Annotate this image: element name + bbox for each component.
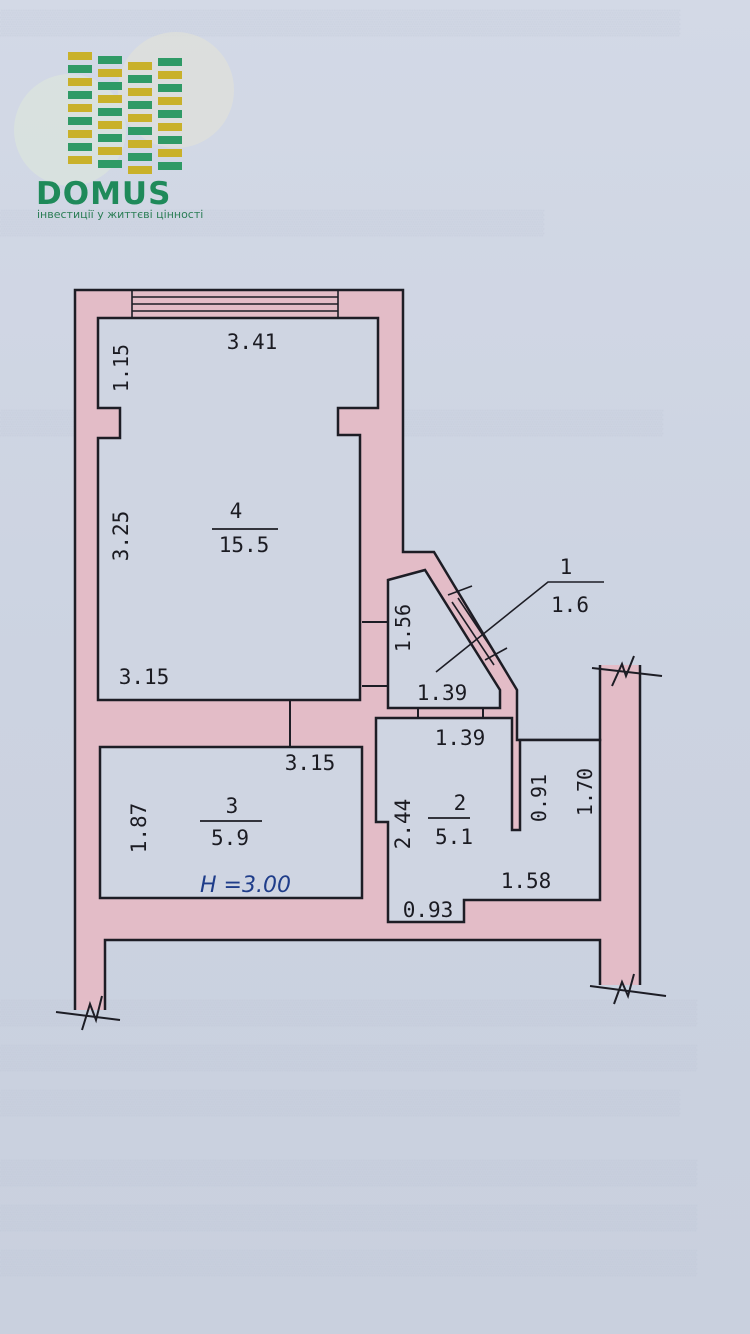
building-tile [128,75,152,83]
background-text: ▒▒▒▒▒▒▒▒▒▒▒▒▒▒▒▒▒▒▒▒▒▒▒▒▒▒▒▒▒▒▒▒▒▒▒▒▒▒▒▒ [0,10,681,36]
room-3-outline [98,745,364,900]
building-tile [158,84,182,92]
door-openings [289,621,484,747]
diagonal-window [447,585,508,666]
building-tile [128,140,152,148]
logo-tagline: інвестиції у життєві цінності [37,208,204,221]
building-tile [158,97,182,105]
building-tile [128,88,152,96]
building-tile [68,52,92,60]
break-symbol-bottom-left [55,995,121,1031]
building-tile [128,101,152,109]
building-tile [158,136,182,144]
building-tile [68,143,92,151]
break-symbol-bottom-right [589,973,667,1005]
building-tile [98,56,122,64]
building-tile [68,65,92,73]
room-1-number: 1 [560,555,573,579]
room-3-number: 3 [226,794,239,818]
room-4-number: 4 [230,499,243,523]
building-tile [98,108,122,116]
dimension-room-2-top: 1.39 [435,726,486,750]
dimension-room-1-bottom: 1.39 [417,681,468,705]
room-2-number: 2 [454,791,467,815]
dimension-room-2-right: 1.58 [501,869,552,893]
building-tile [68,78,92,86]
building-tile [158,58,182,66]
dimension-room-4-bottom: 3.15 [119,665,170,689]
room-2-outline [374,716,602,924]
room-4-area: 15.5 [219,533,270,557]
building-tile [68,156,92,164]
building-tile [128,166,152,174]
building-tile [128,114,152,122]
building-tile [98,82,122,90]
building-tile [158,162,182,170]
building-tile [98,147,122,155]
break-symbol-top-right [591,655,663,687]
building-tile [98,121,122,129]
room-1-outline [386,568,502,710]
dimension-room-2-bottom: 0.93 [403,898,454,922]
background-text: ▒▒▒▒▒▒▒▒▒▒▒▒▒▒▒▒▒▒▒▒▒▒▒▒▒▒▒▒▒▒▒▒▒▒▒▒▒▒▒▒… [0,1205,698,1231]
background-text: ▒▒▒▒▒▒▒▒▒▒▒▒▒▒▒▒▒▒▒▒▒▒▒▒▒▒▒▒▒▒▒▒▒▒▒▒▒▒▒▒ [0,1090,681,1116]
building-tile [158,71,182,79]
building-tile [158,123,182,131]
building-tile [98,69,122,77]
room-3-area: 5.9 [211,826,249,850]
building-tile [128,62,152,70]
room-4-outline [96,316,380,702]
dimension-room-3-left: 1.87 [127,803,151,854]
window [131,290,339,318]
background-text: ▒▒▒▒▒▒▒▒▒▒▒▒▒▒▒▒▒▒▒▒▒▒▒▒▒▒▒▒▒▒▒▒▒▒▒▒▒▒▒▒… [0,1045,698,1071]
background-text: ▒▒▒▒▒▒▒▒▒▒▒▒▒▒▒▒▒▒▒▒▒▒▒▒▒▒▒▒▒▒▒▒ [0,210,545,236]
background-text: ▒▒▒▒▒▒▒▒▒▒▒▒▒▒▒▒▒▒▒▒▒▒▒▒▒▒▒▒▒▒▒▒▒▒▒▒▒▒▒▒… [0,1250,698,1276]
area-fraction-bars [200,528,470,822]
building-tiles-icon [68,52,182,174]
logo-brand-text: DOMUS [36,176,172,212]
ceiling-height-note: Н =3.00 [200,873,291,898]
room-1-area: 1.6 [551,593,589,617]
building-tile [68,91,92,99]
dimension-room-4-top: 3.41 [227,330,278,354]
building-tile [68,104,92,112]
dimension-room-4-niche: 1.15 [109,344,133,392]
building-tile [68,130,92,138]
dimension-room-3-top: 3.15 [285,751,336,775]
room-2-area: 5.1 [435,825,473,849]
dimension-room-2-left: 2.44 [391,799,415,850]
building-tile [158,110,182,118]
building-tile [128,127,152,135]
dimension-room-1-left: 1.56 [391,604,415,652]
building-tile [98,160,122,168]
building-tile [98,134,122,142]
background-text: ▒▒▒▒▒▒▒▒▒▒▒▒▒▒▒▒▒▒▒▒▒▒▒▒▒▒▒▒▒▒▒▒▒▒▒▒▒▒▒▒… [0,1160,698,1186]
building-tile [98,95,122,103]
building-tile [158,149,182,157]
building-tile [68,117,92,125]
dimension-right-outer: 1.70 [573,768,597,816]
room-1-leader [435,581,604,673]
dimension-room-4-left: 3.25 [109,511,133,562]
background-text: ▒▒▒▒▒▒▒▒▒▒▒▒▒▒▒▒▒▒▒▒▒▒▒▒▒▒▒▒▒▒▒▒▒▒▒▒▒▒▒▒… [0,1000,698,1026]
dimension-right-inner: 0.91 [527,774,551,822]
building-tile [128,153,152,161]
domus-logo [14,32,234,186]
